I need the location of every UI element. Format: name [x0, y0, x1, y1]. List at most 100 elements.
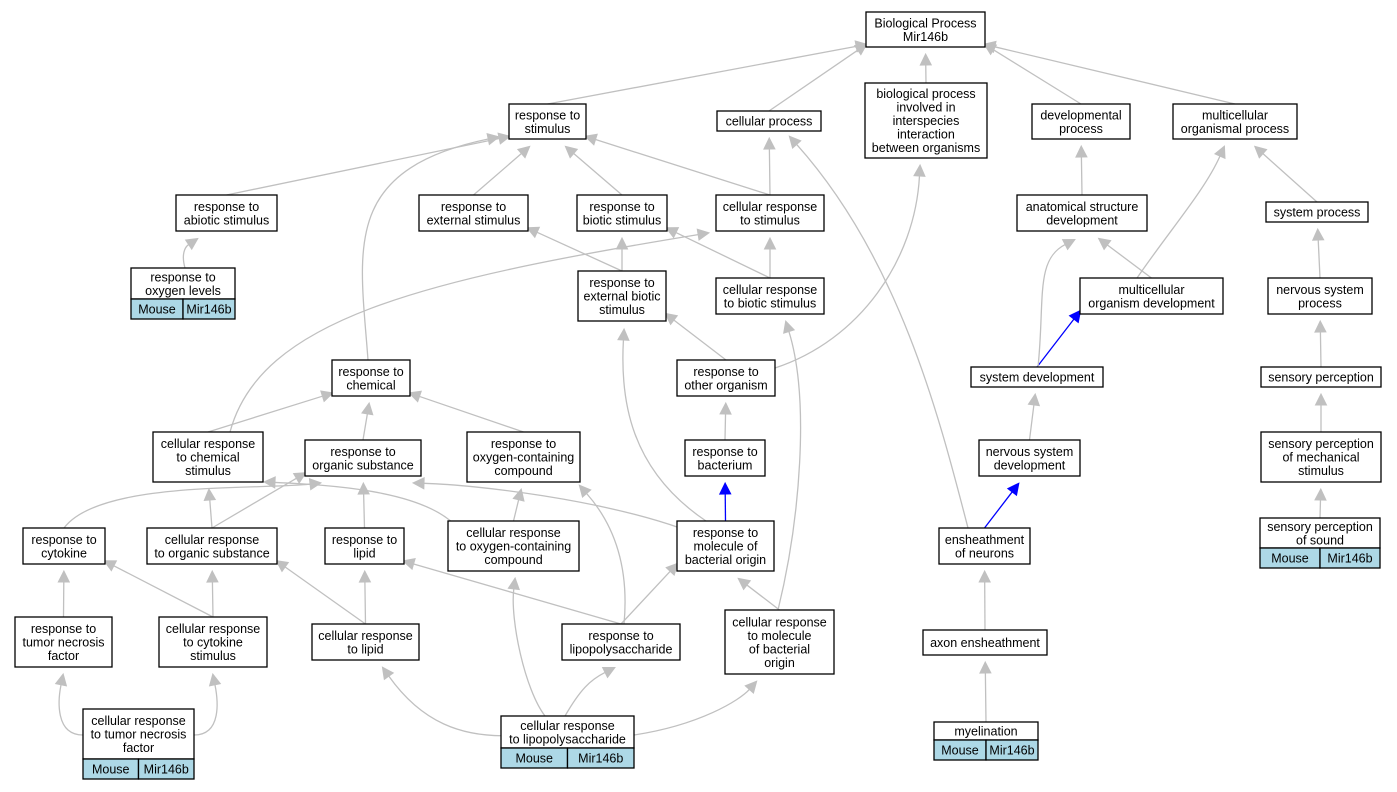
gene-tag [182, 298, 236, 320]
edge-arrowhead [208, 672, 222, 687]
species-label: Mouse [92, 763, 130, 777]
edge-line [413, 563, 622, 625]
node-sys_dev[interactable]: system development [970, 366, 1104, 388]
edge-line [673, 319, 727, 361]
node-label-line: response to [150, 270, 215, 284]
edge-arrowhead [1314, 487, 1327, 501]
edge-arrowhead [184, 237, 199, 251]
edge-arrowhead [601, 667, 616, 679]
node-cell_proc[interactable]: cellular process [716, 110, 822, 132]
edge-line [207, 395, 323, 433]
edge-sens_mech-to-sens_perc [1314, 392, 1328, 433]
gene-label: Mir146b [144, 763, 189, 777]
node-label-line: cellular response [466, 526, 561, 540]
node-label-line: cellular response [723, 200, 818, 214]
edge-arrowhead [664, 312, 679, 326]
gene-tag [1319, 547, 1381, 569]
edge-cell_resp_biotic-to-resp_biotic [665, 227, 771, 279]
node-label-line: compound [484, 553, 542, 567]
node-label-line: to cytokine [183, 636, 243, 650]
node-label-line: other organism [684, 378, 767, 392]
node-box [130, 267, 236, 300]
edge-arrowhead [411, 477, 425, 490]
edge-line [675, 231, 771, 279]
edge-arrowhead [57, 569, 71, 583]
node-box [175, 194, 278, 232]
node-label-line: compound [494, 464, 552, 478]
node-box [1079, 277, 1224, 315]
gene-label: Mir146b [186, 303, 231, 317]
edge-myelin-to-axon_ens [979, 660, 992, 723]
node-label-line: response to [589, 200, 654, 214]
node-label-line: to tumor necrosis [91, 728, 187, 742]
node-label-line: abiotic stimulus [184, 213, 269, 227]
node-label-line: cellular response [161, 437, 256, 451]
edge-resp_lps-to-resp_mol_bact [620, 562, 679, 625]
node-axon_ens[interactable]: axon ensheathment [922, 629, 1048, 656]
node-label-line: response to [332, 533, 397, 547]
node-box [577, 270, 667, 322]
edge-line [564, 671, 606, 717]
node-sens_perc[interactable]: sensory perception [1260, 366, 1382, 388]
node-label-line: response to [589, 276, 654, 290]
edge-line [1106, 244, 1152, 279]
node-box [152, 431, 264, 483]
gene-tag [985, 739, 1039, 761]
node-box [304, 439, 422, 477]
node-label-line: cellular response [91, 714, 186, 728]
edge-resp_lps-to-resp_lipid [401, 558, 622, 625]
node-box [676, 520, 775, 572]
edge-line [209, 499, 213, 529]
edge-line [284, 566, 366, 625]
edge-arrowhead [54, 672, 68, 687]
edge-arrowhead [763, 236, 777, 250]
node-sys_proc[interactable]: system process [1265, 201, 1369, 223]
node-box [978, 439, 1081, 477]
node-label-line: cellular response [732, 615, 827, 629]
node-label-line: lipid [353, 546, 375, 560]
node-label-line: response to [31, 622, 96, 636]
edge-cell_resp_chem-to-cell_resp_stim [229, 228, 711, 433]
node-label-line: cellular response [165, 533, 260, 547]
edge-line [423, 482, 681, 529]
edge-arrowhead [978, 569, 992, 583]
